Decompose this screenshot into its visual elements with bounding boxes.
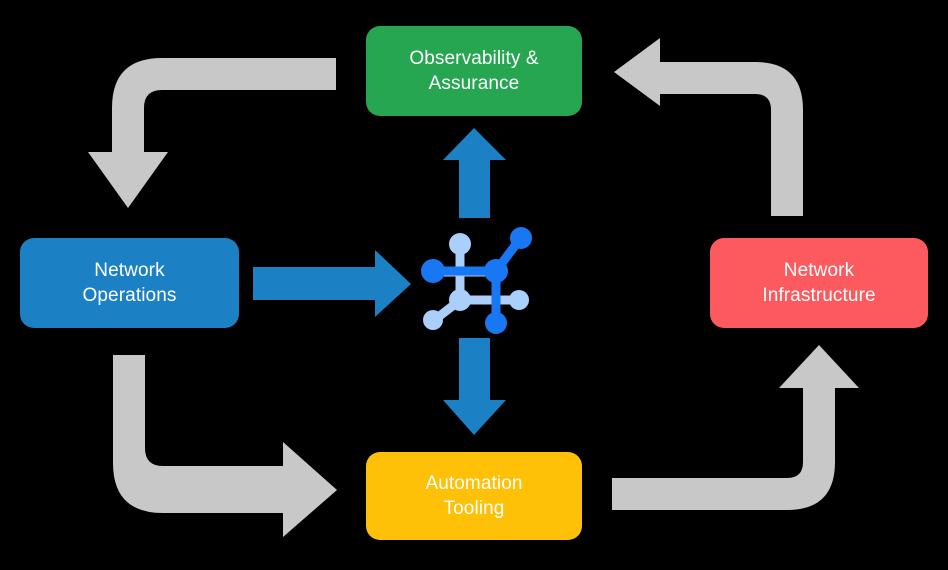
icon-node-upper-right <box>510 227 532 249</box>
icon-node-lower-left <box>423 310 443 330</box>
icon-node-left <box>421 259 445 283</box>
flow-arrow-center-to-automation <box>443 338 506 435</box>
icon-node-center-lower <box>449 289 471 311</box>
node-network-infrastructure[interactable]: Network Infrastructure <box>710 238 928 328</box>
cycle-arrow-automation-to-infrastructure <box>612 345 859 510</box>
icon-node-bottom <box>485 312 507 334</box>
icon-node-right-mid <box>509 290 529 310</box>
icon-node-hub <box>484 259 508 283</box>
cycle-arrow-observability-to-operations <box>88 58 336 208</box>
cycle-arrow-infrastructure-to-observability <box>614 38 803 216</box>
node-network-operations[interactable]: Network Operations <box>20 238 239 328</box>
node-automation-tooling[interactable]: Automation Tooling <box>366 452 582 540</box>
cycle-arrow-operations-to-automation <box>113 355 337 537</box>
flow-arrow-center-to-observability <box>443 128 506 218</box>
node-observability-assurance[interactable]: Observability & Assurance <box>366 26 582 116</box>
flow-arrow-operations-to-center <box>253 250 411 317</box>
icon-node-top <box>449 233 471 255</box>
network-topology-icon <box>421 227 532 334</box>
